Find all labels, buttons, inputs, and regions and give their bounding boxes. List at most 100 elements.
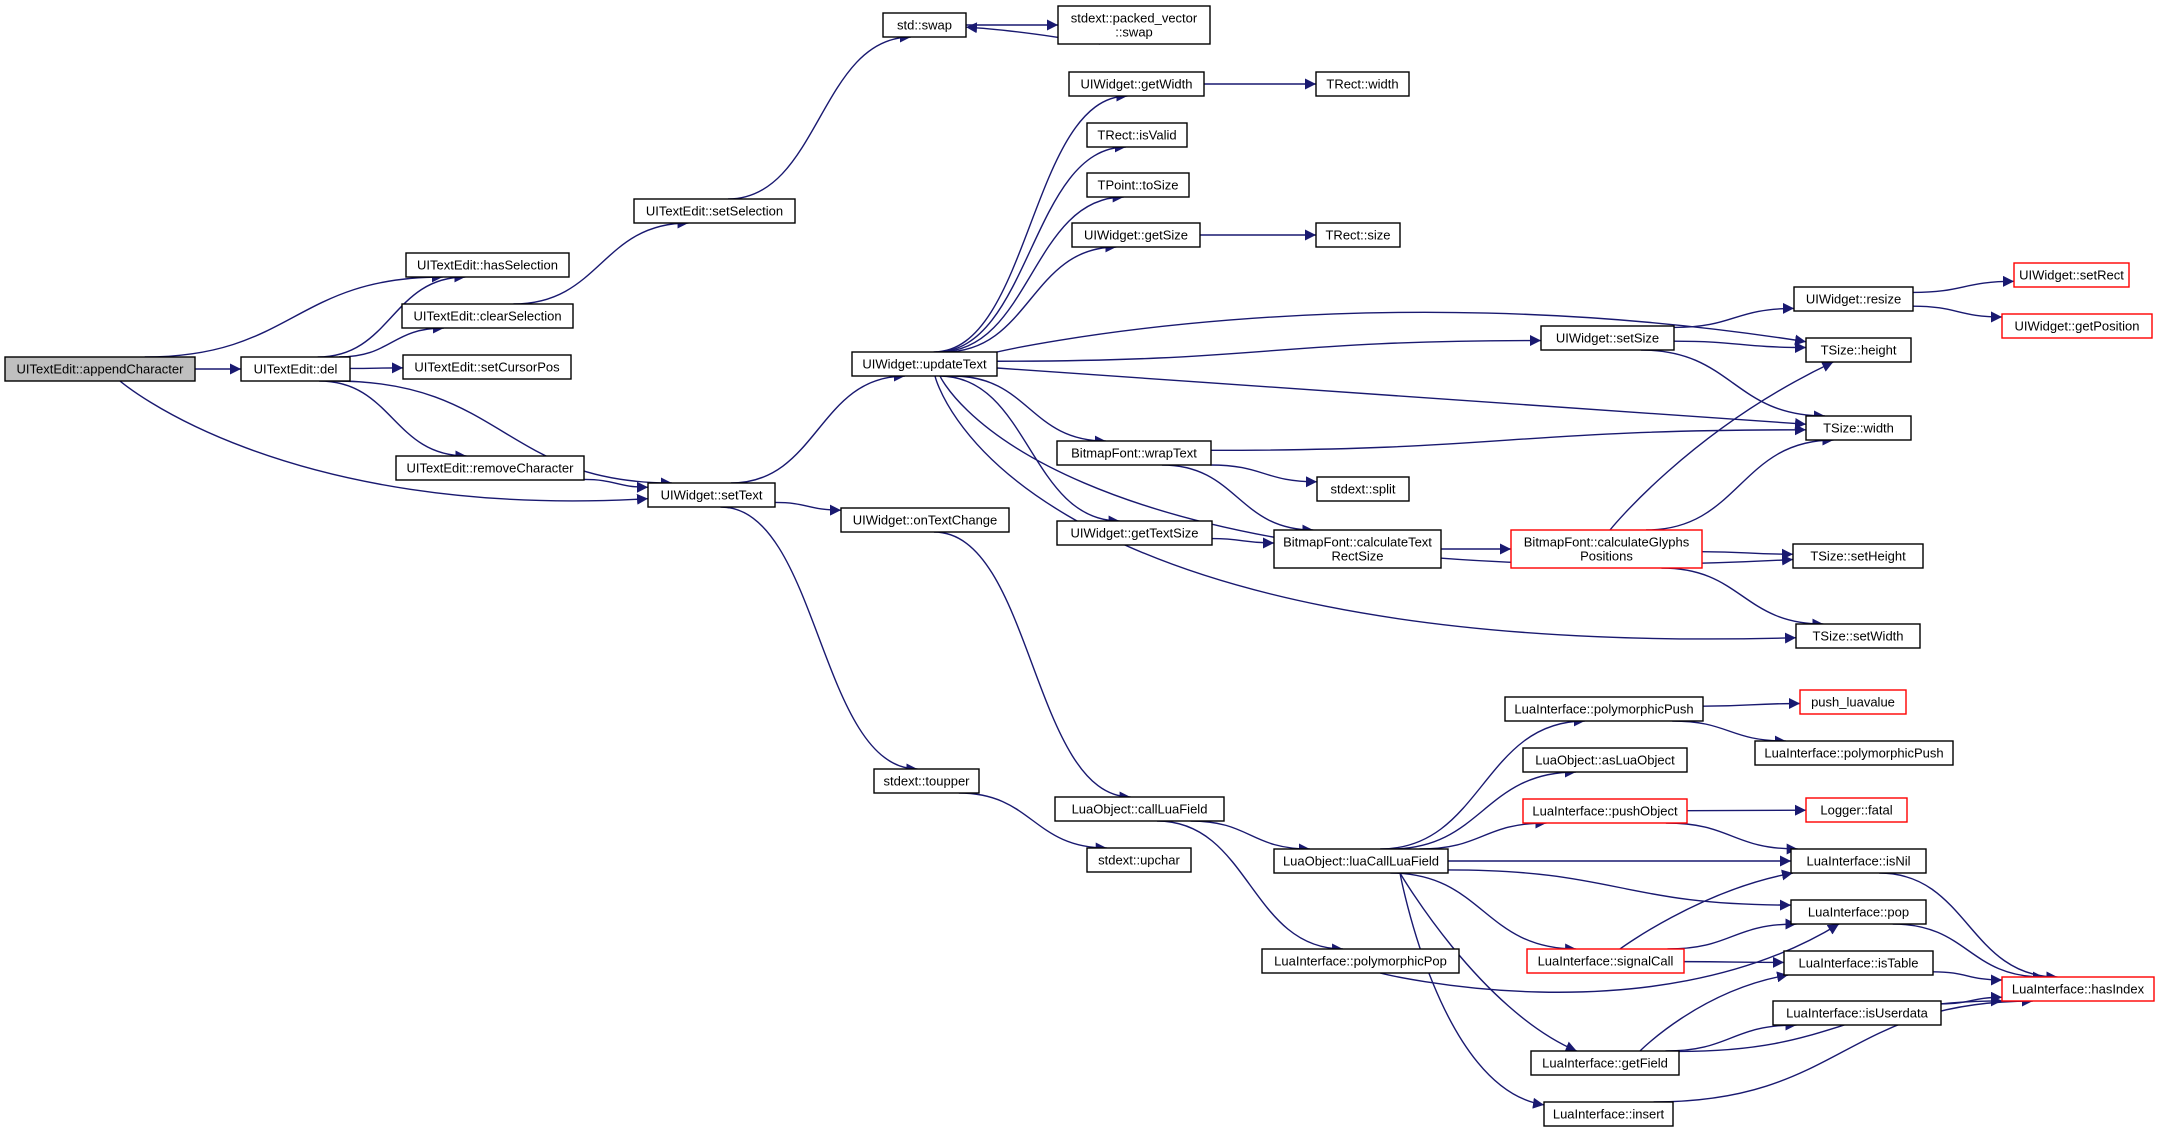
edge-callLuaField-to-polyPop	[1156, 820, 1344, 955]
node-label: UIWidget::setRect	[2019, 268, 2124, 283]
node-tsHeight[interactable]: TSize::height	[1805, 337, 1912, 363]
node-label: RectSize	[1331, 549, 1383, 564]
edge-getTextSize-to-calcTextRect	[1211, 537, 1275, 549]
node-resize[interactable]: UIWidget::resize	[1793, 286, 1914, 312]
node-removeCharacter[interactable]: UITextEdit::removeCharacter	[395, 455, 585, 481]
node-rwidth[interactable]: TRect::width	[1315, 71, 1410, 97]
node-setSize[interactable]: UIWidget::setSize	[1540, 325, 1675, 351]
node-box	[1273, 529, 1442, 569]
node-box	[647, 482, 776, 508]
node-setRect[interactable]: UIWidget::setRect	[2013, 262, 2130, 288]
node-box	[1805, 337, 1912, 363]
node-label: TPoint::toSize	[1098, 178, 1179, 193]
node-onTextChange[interactable]: UIWidget::onTextChange	[840, 507, 1010, 533]
node-isUserdata[interactable]: LuaInterface::isUserdata	[1772, 1000, 1942, 1026]
node-callLuaField[interactable]: LuaObject::callLuaField	[1054, 796, 1225, 822]
node-box	[1790, 848, 1927, 874]
node-getField[interactable]: LuaInterface::getField	[1530, 1050, 1680, 1076]
edge-updateText-to-setWidth	[934, 375, 1797, 644]
node-box	[1805, 797, 1908, 823]
edge-signalCall-to-pop	[1667, 918, 1797, 950]
node-label: TSize::width	[1823, 421, 1894, 436]
node-toSize[interactable]: TPoint::toSize	[1086, 172, 1190, 198]
node-polyPush[interactable]: LuaInterface::polymorphicPush	[1504, 696, 1704, 722]
edge-getField-to-isUserdata	[1665, 1019, 1797, 1052]
edge-calcGlyphs-to-tsWidth	[1646, 434, 1834, 531]
node-pushLuavalue[interactable]: push_luavalue	[1799, 689, 1907, 715]
node-del[interactable]: UITextEdit::del	[240, 356, 351, 382]
node-label: UIWidget::resize	[1806, 292, 1901, 307]
node-label: ::swap	[1115, 25, 1153, 40]
node-box	[1068, 71, 1205, 97]
edge-del-to-setText	[335, 380, 672, 489]
edge-luaCallLuaField-to-pop	[1447, 869, 1792, 911]
node-label: TRect::isValid	[1097, 128, 1176, 143]
node-stdswap[interactable]: std::swap	[882, 12, 967, 38]
edge-signalCall-to-isTable	[1683, 956, 1785, 968]
node-toupper[interactable]: stdext::toupper	[873, 768, 980, 794]
node-isNil[interactable]: LuaInterface::isNil	[1790, 848, 1927, 874]
node-clearSelection[interactable]: UITextEdit::clearSelection	[401, 303, 574, 329]
node-box	[1261, 948, 1460, 974]
node-label: LuaObject::luaCallLuaField	[1283, 854, 1439, 869]
node-luaCallLuaField[interactable]: LuaObject::luaCallLuaField	[1273, 848, 1449, 874]
node-label: Logger::fatal	[1820, 803, 1892, 818]
node-label: LuaInterface::polymorphicPop	[1274, 954, 1447, 969]
node-asLuaObject[interactable]: LuaObject::asLuaObject	[1522, 747, 1688, 773]
node-isTable[interactable]: LuaInterface::isTable	[1783, 950, 1934, 976]
edge-updateText-to-tsHeight	[996, 311, 1807, 353]
node-label: UITextEdit::clearSelection	[413, 309, 561, 324]
node-signalCall[interactable]: LuaInterface::signalCall	[1526, 948, 1685, 974]
node-polyPop[interactable]: LuaInterface::polymorphicPop	[1261, 948, 1460, 974]
node-box	[1792, 543, 1924, 569]
node-appendCharacter[interactable]: UITextEdit::appendCharacter	[4, 356, 196, 382]
node-setCursorPos[interactable]: UITextEdit::setCursorPos	[402, 354, 572, 380]
node-tsWidth[interactable]: TSize::width	[1805, 415, 1912, 441]
edge-updateText-to-getSize	[944, 241, 1117, 353]
edge-setSize-to-tsWidth	[1640, 349, 1826, 422]
node-label: UIWidget::setSize	[1556, 331, 1659, 346]
node-label: TSize::height	[1821, 343, 1897, 358]
node-fatal[interactable]: Logger::fatal	[1805, 797, 1908, 823]
node-box	[1315, 71, 1410, 97]
node-box	[1543, 1101, 1674, 1127]
node-updateText[interactable]: UIWidget::updateText	[851, 351, 998, 377]
node-pvswap[interactable]: stdext::packed_vector::swap	[1057, 5, 1211, 45]
node-insert[interactable]: LuaInterface::insert	[1543, 1101, 1674, 1127]
node-hasSelection[interactable]: UITextEdit::hasSelection	[405, 252, 570, 278]
edge-pushObject-to-isNil	[1665, 822, 1798, 855]
node-box	[401, 303, 574, 329]
node-label: UIWidget::getPosition	[2014, 319, 2139, 334]
node-label: LuaInterface::getField	[1542, 1056, 1668, 1071]
node-layer: UITextEdit::appendCharacter UITextEdit::d…	[4, 5, 2155, 1127]
node-hasIndex[interactable]: LuaInterface::hasIndex	[2001, 976, 2155, 1002]
node-pop[interactable]: LuaInterface::pop	[1790, 899, 1927, 925]
node-setHeight[interactable]: TSize::setHeight	[1792, 543, 1924, 569]
node-box	[1086, 172, 1190, 198]
node-box	[1530, 1050, 1680, 1076]
node-setSelection[interactable]: UITextEdit::setSelection	[633, 198, 796, 224]
node-label: LuaInterface::signalCall	[1538, 954, 1674, 969]
node-getPosition[interactable]: UIWidget::getPosition	[2001, 313, 2153, 339]
node-label: stdext::packed_vector	[1071, 11, 1198, 26]
node-setWidth[interactable]: TSize::setWidth	[1795, 623, 1921, 649]
node-split[interactable]: stdext::split	[1316, 476, 1410, 502]
node-pushObject[interactable]: LuaInterface::pushObject	[1522, 798, 1688, 824]
node-isValid[interactable]: TRect::isValid	[1086, 122, 1188, 148]
node-label: BitmapFont::wrapText	[1071, 446, 1197, 461]
node-box	[1754, 740, 1954, 766]
node-wrapText[interactable]: BitmapFont::wrapText	[1056, 440, 1212, 466]
node-rsize[interactable]: TRect::size	[1315, 222, 1401, 248]
node-polyPush2[interactable]: LuaInterface::polymorphicPush	[1754, 740, 1954, 766]
node-box	[1772, 1000, 1942, 1026]
node-label: BitmapFont::calculateGlyphs	[1524, 535, 1690, 550]
node-setText[interactable]: UIWidget::setText	[647, 482, 776, 508]
node-box	[2001, 976, 2155, 1002]
node-upchar[interactable]: stdext::upchar	[1086, 847, 1192, 873]
node-getTextSize[interactable]: UIWidget::getTextSize	[1056, 520, 1213, 546]
edge-updateText-to-getTextSize	[939, 375, 1120, 527]
node-getWidth[interactable]: UIWidget::getWidth	[1068, 71, 1205, 97]
node-getSize[interactable]: UIWidget::getSize	[1071, 222, 1201, 248]
